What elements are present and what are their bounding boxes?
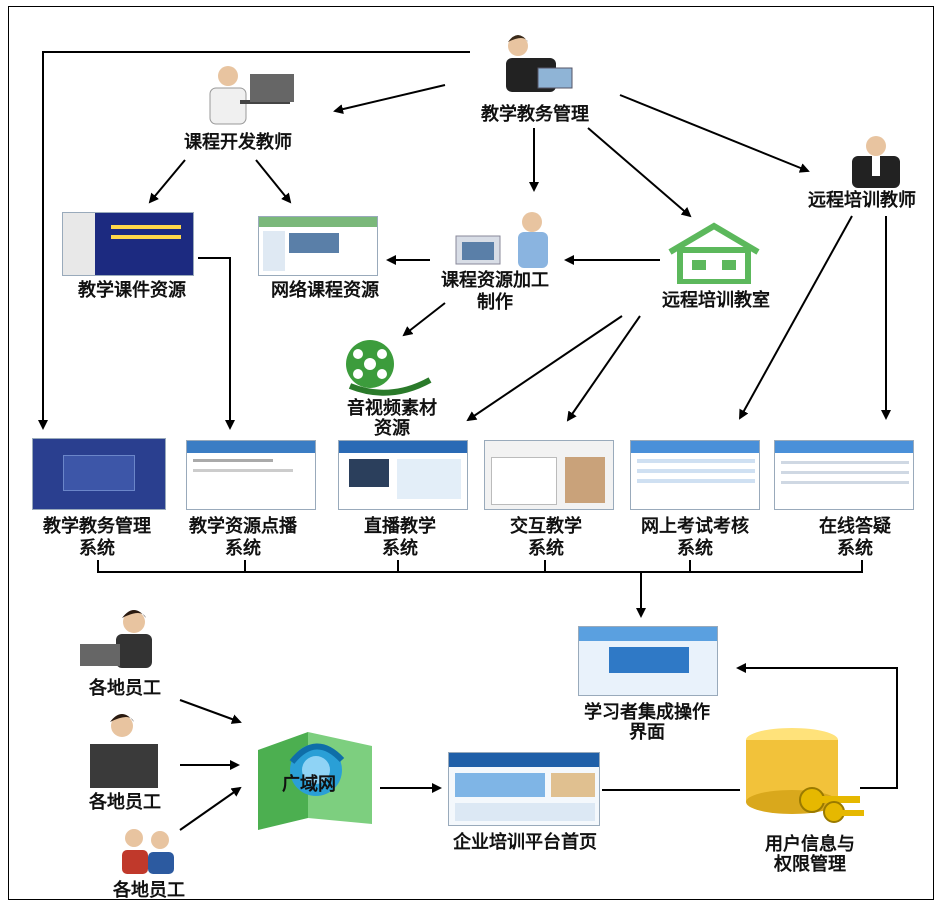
employee-3-person-icon bbox=[122, 829, 174, 874]
system-admin-label-line1: 教学教务管理 bbox=[43, 516, 151, 537]
arrow-manager-to-dev-teacher bbox=[333, 84, 446, 115]
interactive-system-thumbnail bbox=[484, 440, 614, 510]
employee-1-person-icon bbox=[80, 610, 152, 668]
system-exam-label-line2: 系统 bbox=[677, 538, 713, 559]
arrow-remote-to-exam bbox=[739, 215, 853, 420]
arrow-processing-to-av bbox=[402, 302, 446, 337]
system-live-label-line1: 直播教学 bbox=[364, 516, 436, 537]
arrow-dev-to-courseware bbox=[148, 159, 186, 204]
wan-label: 广域网 bbox=[282, 774, 336, 795]
system-vod-label-line2: 系统 bbox=[225, 538, 261, 559]
learner-interface-label-line2: 界面 bbox=[629, 722, 665, 743]
employee-3-label: 各地员工 bbox=[113, 880, 185, 901]
arrow-resources-to-vod-system bbox=[198, 257, 235, 430]
arrow-manager-to-classroom bbox=[587, 127, 692, 218]
processing-label-line2: 制作 bbox=[477, 292, 513, 313]
courseware-label: 教学课件资源 bbox=[78, 280, 186, 301]
processing-label-line1: 课程资源加工 bbox=[441, 270, 549, 291]
arrow-classroom-to-live bbox=[466, 315, 623, 422]
online-course-thumbnail bbox=[258, 216, 378, 276]
film-reel-icon bbox=[346, 340, 432, 396]
portal-label: 企业培训平台首页 bbox=[453, 832, 597, 853]
system-vod-label-line1: 教学资源点播 bbox=[189, 516, 297, 537]
classroom-label: 远程培训教室 bbox=[662, 290, 770, 311]
system-interactive-label-line2: 系统 bbox=[528, 538, 564, 559]
arrow-dev-to-online-course bbox=[255, 159, 292, 204]
employee-2-person-icon bbox=[90, 714, 158, 788]
system-qa-label-line2: 系统 bbox=[837, 538, 873, 559]
systems-bracket bbox=[97, 560, 863, 573]
manager-person-icon bbox=[506, 35, 573, 92]
exam-system-thumbnail bbox=[630, 440, 760, 510]
arrow-classroom-to-interactive bbox=[566, 315, 641, 422]
qa-system-thumbnail bbox=[774, 440, 914, 510]
manager-label: 教学教务管理 bbox=[481, 104, 589, 125]
system-admin-label-line2: 系统 bbox=[79, 538, 115, 559]
processing-person-icon bbox=[455, 212, 548, 268]
database-key-icon bbox=[746, 728, 864, 823]
classroom-house-icon bbox=[668, 222, 760, 284]
courseware-thumbnail bbox=[62, 212, 194, 276]
arrow-employee1-to-wan bbox=[179, 699, 242, 724]
system-live-label-line2: 系统 bbox=[382, 538, 418, 559]
arrow-manager-to-admin-system bbox=[38, 51, 470, 430]
av-label-line2: 资源 bbox=[374, 418, 410, 439]
userinfo-label-line2: 权限管理 bbox=[774, 854, 846, 875]
arrow-userinfo-to-learner bbox=[736, 663, 898, 789]
arrow-manager-to-remote-teacher bbox=[619, 94, 810, 173]
system-exam-label-line1: 网上考试考核 bbox=[641, 516, 749, 537]
dev-teacher-label: 课程开发教师 bbox=[184, 132, 292, 153]
av-label-line1: 音视频素材 bbox=[347, 398, 437, 419]
vod-system-thumbnail bbox=[186, 440, 316, 510]
system-interactive-label-line1: 交互教学 bbox=[510, 516, 582, 537]
learner-interface-thumbnail bbox=[578, 626, 718, 696]
portal-thumbnail bbox=[448, 752, 600, 826]
diagram-frame bbox=[8, 6, 934, 900]
employee-2-label: 各地员工 bbox=[89, 792, 161, 813]
online-course-label: 网络课程资源 bbox=[271, 280, 379, 301]
admin-system-thumbnail bbox=[32, 438, 166, 510]
arrow-employee3-to-wan bbox=[179, 786, 242, 831]
system-qa-label-line1: 在线答疑 bbox=[819, 516, 891, 537]
remote-teacher-label: 远程培训教师 bbox=[808, 190, 916, 211]
remote-teacher-person-icon bbox=[852, 136, 900, 188]
userinfo-label-line1: 用户信息与 bbox=[765, 834, 855, 855]
wan-network-icon bbox=[258, 732, 372, 830]
dev-teacher-person-icon bbox=[209, 66, 294, 125]
learner-interface-label-line1: 学习者集成操作 bbox=[584, 702, 710, 723]
employee-1-label: 各地员工 bbox=[89, 678, 161, 699]
live-system-thumbnail bbox=[338, 440, 468, 510]
